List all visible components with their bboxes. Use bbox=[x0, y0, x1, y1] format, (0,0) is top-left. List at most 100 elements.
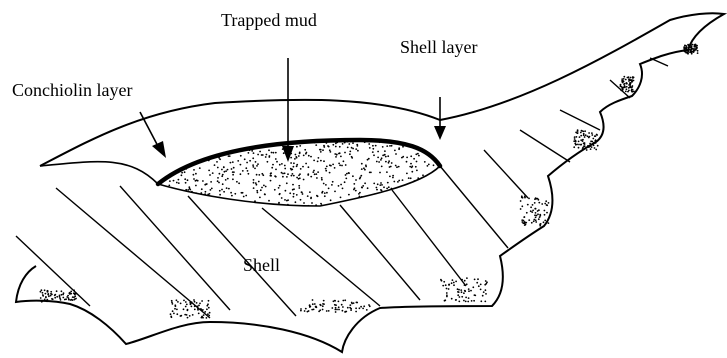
edge-dot bbox=[485, 289, 487, 291]
mud-dot bbox=[295, 156, 297, 158]
mud-dot bbox=[330, 151, 332, 153]
edge-stipple bbox=[40, 44, 699, 319]
mud-dot bbox=[236, 146, 238, 148]
mud-dot bbox=[392, 175, 394, 177]
mud-dot bbox=[185, 198, 187, 200]
conchiolin-layer-arrowhead bbox=[152, 141, 166, 158]
mud-dot bbox=[447, 144, 449, 146]
mud-dot bbox=[240, 155, 242, 157]
edge-dot bbox=[338, 309, 340, 311]
mud-dot bbox=[441, 156, 443, 158]
mud-dot bbox=[295, 154, 297, 156]
mud-dot bbox=[187, 203, 189, 205]
edge-dot bbox=[341, 304, 343, 306]
mud-dot bbox=[164, 135, 166, 137]
edge-dot bbox=[478, 285, 480, 287]
mud-dot bbox=[338, 163, 340, 165]
edge-dot bbox=[588, 137, 590, 139]
mud-dot bbox=[395, 208, 397, 210]
edge-dot bbox=[468, 290, 470, 292]
mud-dot bbox=[325, 168, 327, 170]
mud-dot bbox=[424, 187, 426, 189]
mud-dot bbox=[253, 207, 255, 209]
mud-dot bbox=[372, 145, 374, 147]
mud-dot bbox=[254, 200, 256, 202]
edge-dot bbox=[45, 297, 47, 299]
edge-dot bbox=[521, 221, 523, 223]
mud-dot bbox=[331, 184, 333, 186]
edge-dot bbox=[342, 300, 344, 302]
mud-dot bbox=[217, 167, 219, 169]
mud-dot bbox=[231, 208, 233, 210]
edge-dot bbox=[533, 220, 535, 222]
edge-dot bbox=[455, 299, 457, 301]
mud-dot bbox=[244, 137, 246, 139]
edge-dot bbox=[482, 295, 484, 297]
mud-dot bbox=[253, 152, 255, 154]
mud-dot bbox=[400, 139, 402, 141]
edge-dot bbox=[630, 77, 632, 79]
mud-dot bbox=[151, 185, 153, 187]
edge-dot bbox=[349, 304, 351, 306]
mud-dot bbox=[198, 148, 200, 150]
edge-dot bbox=[180, 315, 182, 317]
edge-dot bbox=[591, 144, 593, 146]
mud-dot bbox=[229, 206, 231, 208]
mud-dot bbox=[285, 190, 287, 192]
mud-dot bbox=[268, 200, 270, 202]
mud-dot bbox=[227, 202, 229, 204]
mud-dot bbox=[251, 143, 253, 145]
mud-dot bbox=[340, 184, 342, 186]
mud-dot bbox=[411, 196, 413, 198]
mud-dot bbox=[402, 209, 404, 211]
edge-dot bbox=[63, 292, 65, 294]
mud-dot bbox=[410, 177, 412, 179]
mud-dot bbox=[340, 156, 342, 158]
mud-dot bbox=[338, 185, 340, 187]
mud-dot bbox=[357, 150, 359, 152]
mud-dot bbox=[180, 200, 182, 202]
mud-dot bbox=[258, 174, 260, 176]
mud-dot bbox=[313, 170, 315, 172]
mud-dot bbox=[416, 161, 418, 163]
mud-dot bbox=[296, 164, 298, 166]
mud-dot bbox=[252, 157, 254, 159]
mud-dot bbox=[201, 188, 203, 190]
edge-dot bbox=[347, 307, 349, 309]
mud-dot bbox=[253, 179, 255, 181]
mud-dot bbox=[195, 173, 197, 175]
mud-dot bbox=[393, 181, 395, 183]
mud-dot bbox=[184, 171, 186, 173]
mud-dot bbox=[390, 192, 392, 194]
mud-dot bbox=[232, 161, 234, 163]
edge-dot bbox=[532, 204, 534, 206]
mud-dot bbox=[183, 161, 185, 163]
edge-dot bbox=[632, 89, 634, 91]
edge-dot bbox=[472, 286, 474, 288]
mud-dot bbox=[382, 203, 384, 205]
mud-dot bbox=[440, 181, 442, 183]
mud-dot bbox=[342, 143, 344, 145]
mud-dot bbox=[252, 164, 254, 166]
mud-dot bbox=[149, 158, 151, 160]
mud-dot bbox=[414, 189, 416, 191]
edge-dot bbox=[471, 300, 473, 302]
mud-dot bbox=[324, 195, 326, 197]
mud-dot bbox=[350, 208, 352, 210]
mud-dot bbox=[316, 177, 318, 179]
mud-dot bbox=[257, 206, 259, 208]
edge-dot bbox=[535, 212, 537, 214]
edge-dot bbox=[185, 306, 187, 308]
mud-dot bbox=[269, 155, 271, 157]
edge-dot bbox=[524, 196, 526, 198]
mud-dot bbox=[167, 201, 169, 203]
edge-dot bbox=[632, 76, 634, 78]
mud-dot bbox=[305, 163, 307, 165]
edge-dot bbox=[335, 311, 337, 313]
mud-dot bbox=[321, 192, 323, 194]
mud-dot bbox=[355, 190, 357, 192]
shell-layer-outline bbox=[40, 162, 158, 184]
mud-dot bbox=[385, 156, 387, 158]
mud-dot bbox=[221, 175, 223, 177]
mud-dot bbox=[362, 185, 364, 187]
